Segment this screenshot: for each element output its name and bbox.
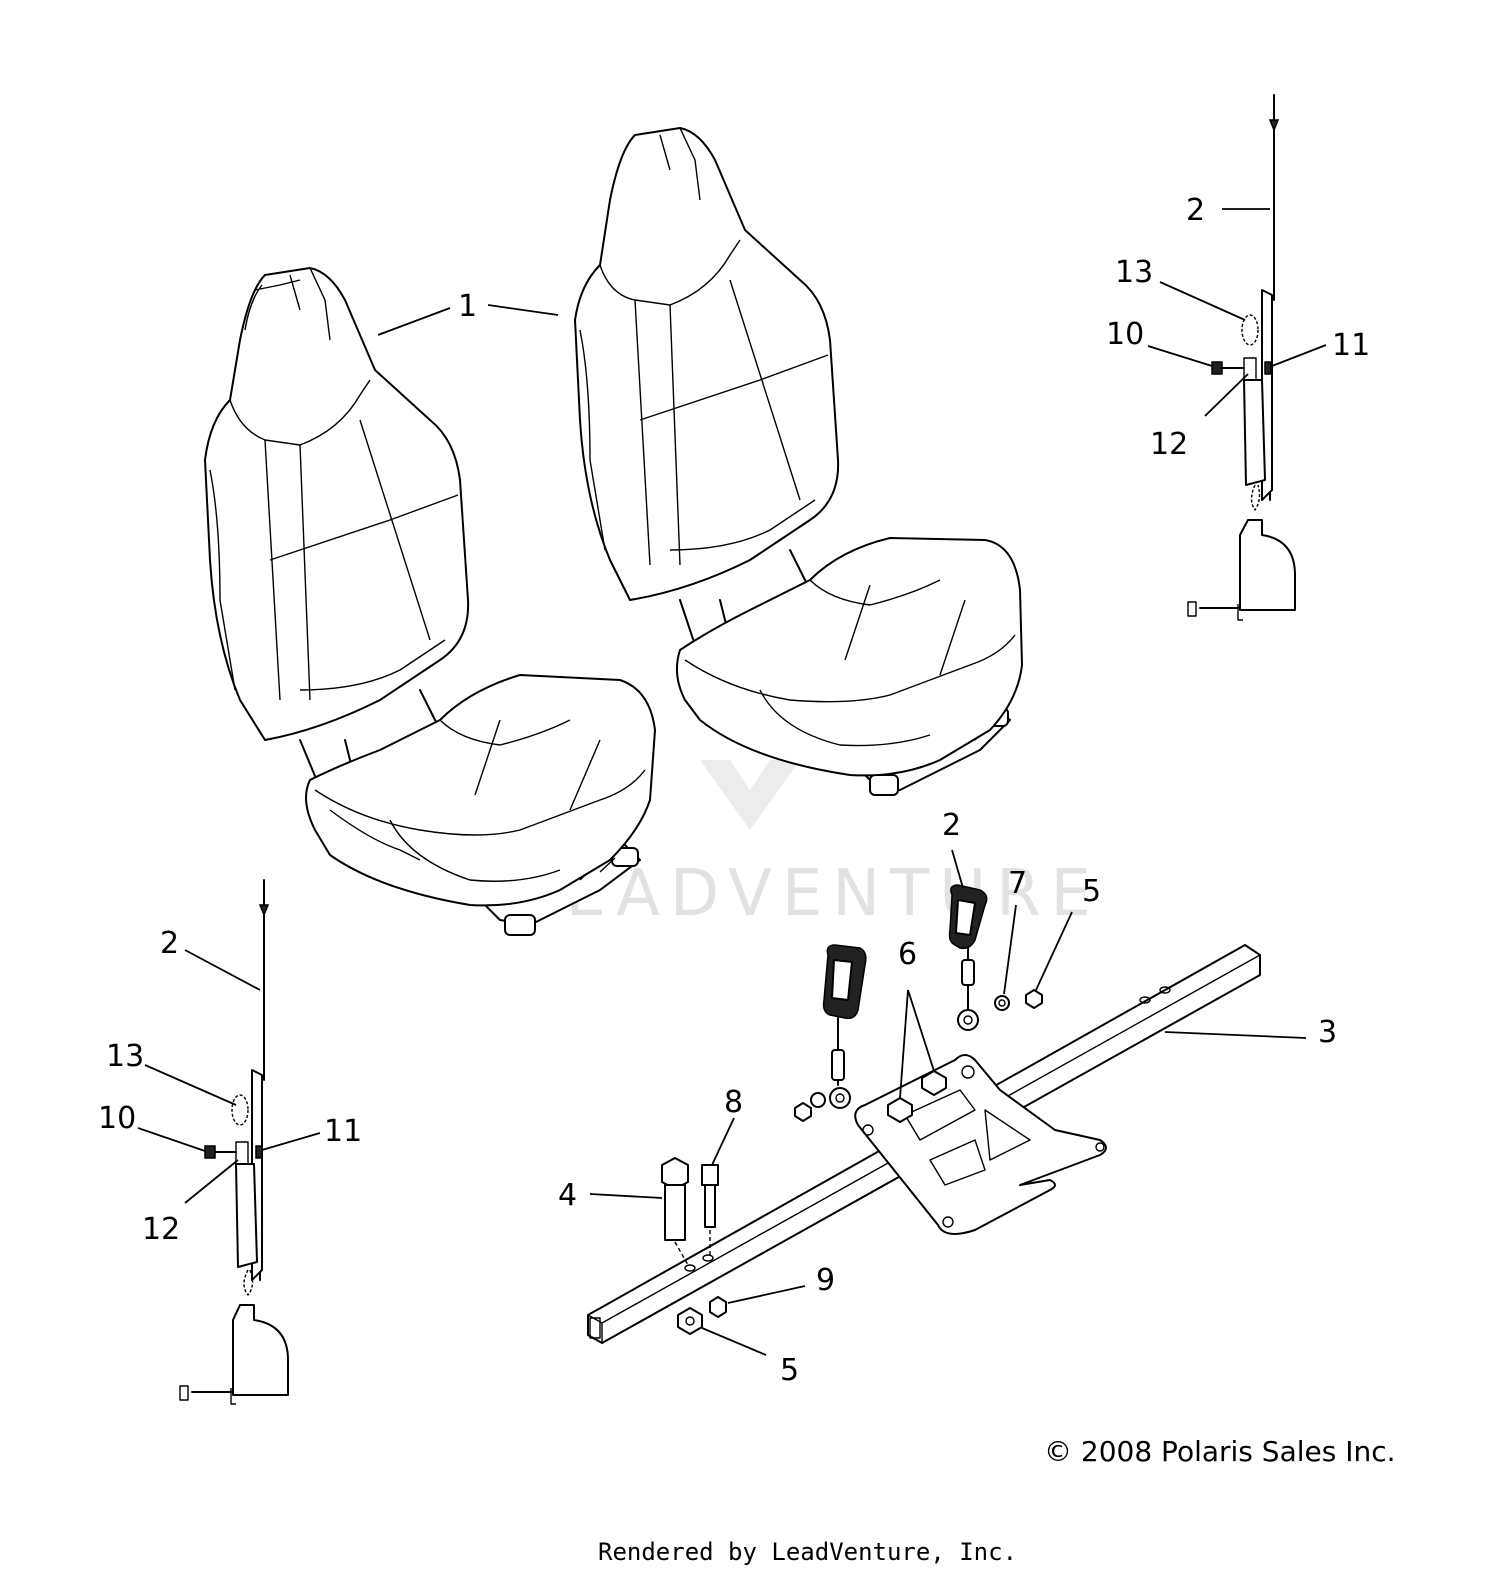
callout-labels: 1 2 13 10 11 12 2 13 10 11 12 2 7 5 6 3 … <box>98 193 1370 1388</box>
callout-washer-9: 9 <box>816 1263 835 1298</box>
bottom-hardware <box>677 1296 727 1335</box>
callout-washer-7: 7 <box>1008 866 1027 901</box>
callout-strap-left: 2 <box>160 926 179 961</box>
callout-bolt-4: 4 <box>558 1178 577 1213</box>
crossbar-assembly <box>587 944 1261 1344</box>
callout-bolt-6: 6 <box>898 937 917 972</box>
callout-washer-top-right: 11 <box>1332 328 1370 363</box>
leader-lines <box>137 208 1327 1356</box>
stud-8 <box>701 1164 719 1255</box>
callout-stud-8: 8 <box>724 1085 743 1120</box>
callout-spacer-top-right: 12 <box>1150 427 1188 462</box>
callout-spacer-left: 12 <box>142 1212 180 1247</box>
bolt-4 <box>661 1157 689 1266</box>
callout-clip-left: 13 <box>106 1039 144 1074</box>
seat-right <box>574 127 1023 796</box>
callout-crossbar: 3 <box>1318 1015 1337 1050</box>
callout-nut-5-top: 5 <box>1082 874 1101 909</box>
callout-bolt-left: 10 <box>98 1101 136 1136</box>
seat-left <box>204 267 656 936</box>
copyright-text: © 2008 Polaris Sales Inc. <box>1044 1435 1396 1468</box>
buckle-left <box>794 944 867 1122</box>
callout-strap-top-right: 2 <box>1186 193 1205 228</box>
callout-nut-5-bottom: 5 <box>780 1353 799 1388</box>
buckle-right <box>948 884 1043 1031</box>
callout-clip-top-right: 13 <box>1115 255 1153 290</box>
callout-seat: 1 <box>458 289 477 324</box>
callout-washer-left: 11 <box>324 1114 362 1149</box>
strap-assembly-left <box>179 879 289 1405</box>
strap-assembly-top-right <box>1187 94 1296 621</box>
callout-buckle: 2 <box>942 808 961 843</box>
rendered-by-text: Rendered by LeadVenture, Inc. <box>598 1538 1017 1566</box>
callout-bolt-top-right: 10 <box>1106 317 1144 352</box>
